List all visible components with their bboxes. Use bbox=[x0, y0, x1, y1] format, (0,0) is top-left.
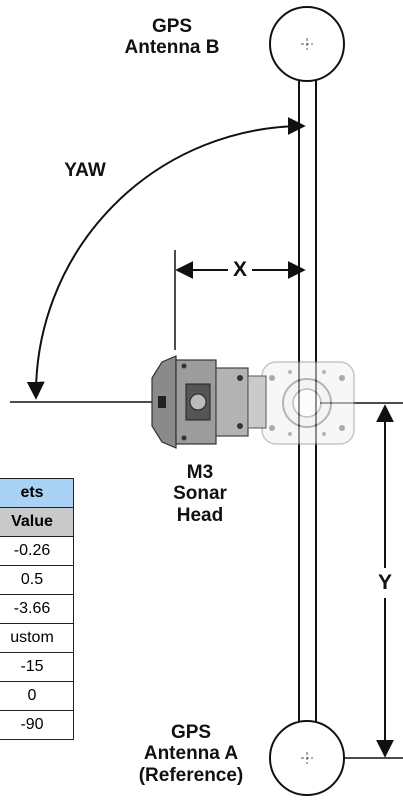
sonar-head-label-line-1: M3 bbox=[186, 462, 214, 483]
x-dimension bbox=[174, 250, 306, 350]
antenna-b-label: GPS Antenna B bbox=[122, 16, 222, 59]
antenna-a-label: GPS Antenna A (Reference) bbox=[116, 722, 266, 786]
antenna-b-circle bbox=[269, 6, 345, 82]
offset-table: ets Value -0.26 0.5 -3.66 ustom -15 0 -9… bbox=[0, 478, 74, 740]
sonar-head-label-line-2: Sonar bbox=[173, 483, 227, 505]
sonar-head-label: M3 Sonar Head bbox=[160, 462, 240, 526]
offset-table-cell: -0.26 bbox=[0, 536, 74, 566]
offset-table-cell: -15 bbox=[0, 652, 74, 682]
antenna-a-label-line-3: (Reference) bbox=[138, 764, 244, 786]
y-dimension-label: Y bbox=[377, 571, 392, 594]
sonar-mount-flange bbox=[261, 361, 355, 445]
offset-table-cell: ustom bbox=[0, 623, 74, 653]
x-dimension-label: X bbox=[232, 258, 247, 281]
antenna-b-label-line-2: Antenna B bbox=[124, 37, 220, 59]
yaw-label: YAW bbox=[64, 160, 106, 181]
offset-table-title: ets bbox=[0, 478, 74, 508]
offset-table-header: Value bbox=[0, 507, 74, 537]
offset-table-cell: -3.66 bbox=[0, 594, 74, 624]
yaw-arc bbox=[26, 117, 306, 400]
sonar-head-body bbox=[151, 355, 267, 449]
offset-table-cell: -90 bbox=[0, 710, 74, 740]
antenna-a-label-line-2: Antenna A bbox=[143, 743, 239, 765]
antenna-a-label-line-1: GPS bbox=[170, 722, 212, 743]
antenna-a-circle bbox=[269, 720, 403, 796]
offset-table-cell: 0 bbox=[0, 681, 74, 711]
sonar-head-label-line-3: Head bbox=[176, 504, 224, 526]
offset-table-cell: 0.5 bbox=[0, 565, 74, 595]
antenna-b-label-line-1: GPS bbox=[151, 16, 193, 37]
